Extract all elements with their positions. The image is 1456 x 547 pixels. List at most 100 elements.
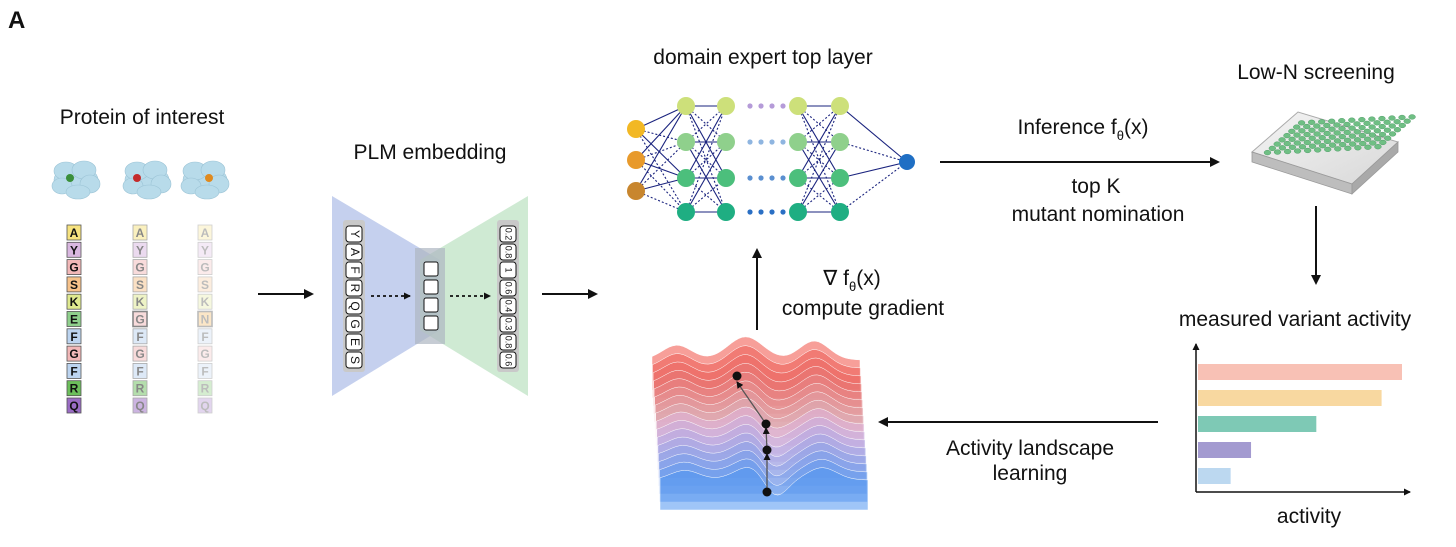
plate-well — [1318, 119, 1326, 125]
plate-well — [1338, 118, 1346, 124]
plate-well — [1383, 119, 1391, 125]
plate-well — [1378, 131, 1387, 138]
nn-edge — [797, 177, 841, 213]
plate-well — [1328, 142, 1337, 148]
plate-well — [1348, 125, 1356, 131]
plate-well — [1343, 129, 1351, 135]
ellipsis-dot — [747, 209, 753, 215]
nn-edge — [635, 128, 687, 179]
activity-bar — [1198, 468, 1231, 484]
token-letter: A — [348, 248, 362, 256]
plate-well — [1304, 147, 1312, 154]
value-box — [499, 351, 517, 369]
residue-letter: A — [201, 226, 210, 240]
residue-box — [66, 311, 82, 327]
residue-letter: N — [201, 313, 210, 327]
hidden-node — [789, 169, 807, 187]
plate-well — [1263, 150, 1272, 156]
hidden-node — [677, 169, 695, 187]
ellipsis-dot — [758, 103, 764, 109]
ellipsis-dot — [747, 139, 753, 145]
plate-well — [1278, 137, 1286, 143]
ellipsis-dot — [747, 175, 753, 181]
plate-well — [1374, 136, 1382, 142]
ellipsis-dot — [780, 209, 786, 215]
value-text: 0.8 — [504, 336, 514, 349]
residue-box — [197, 259, 213, 276]
mutation-site — [205, 174, 213, 182]
residue-box — [66, 345, 82, 362]
nn-nodes — [627, 97, 915, 221]
hidden-node — [831, 169, 849, 187]
residue-box — [66, 224, 82, 241]
value-text: 0.6 — [504, 354, 514, 367]
residue-box — [132, 224, 148, 241]
value-text: 0.4 — [504, 300, 514, 313]
token-box — [345, 315, 363, 333]
activity-bars — [1198, 364, 1402, 484]
ellipsis-dot — [769, 139, 775, 145]
plate-well — [1363, 120, 1371, 126]
plate-well — [1359, 140, 1367, 147]
token-box — [345, 351, 363, 369]
plate-well — [1313, 131, 1321, 137]
residue-box — [132, 293, 148, 310]
residue-letter: F — [136, 330, 143, 344]
plate-well — [1378, 123, 1386, 130]
plate-well — [1303, 139, 1311, 146]
residue-box — [66, 397, 82, 414]
hidden-node — [789, 203, 807, 221]
residue-box — [132, 397, 148, 414]
plate-well — [1378, 115, 1386, 122]
residue-letter: F — [70, 364, 77, 378]
plate-well — [1369, 140, 1377, 146]
landscape-label-line2: learning — [993, 462, 1068, 485]
compute-gradient-label: compute gradient — [782, 297, 944, 320]
plate-well — [1293, 148, 1302, 154]
plate-well — [1374, 144, 1382, 150]
top-k-label: top K — [1071, 175, 1120, 198]
plate-well — [1303, 123, 1311, 130]
residue-letter: Q — [135, 399, 144, 413]
mutation-site — [133, 174, 141, 182]
residue-letter: K — [70, 295, 79, 309]
hidden-node — [831, 97, 849, 115]
plate-well — [1398, 114, 1406, 121]
residue-box — [132, 362, 148, 379]
residue-letter: Q — [69, 399, 78, 413]
plate-well — [1297, 120, 1306, 126]
nn-edge — [635, 190, 687, 213]
nn-edge — [797, 105, 841, 179]
plate-well — [1338, 134, 1346, 140]
residue-letter: G — [135, 313, 144, 327]
token-letter: G — [348, 319, 362, 328]
ellipsis-dot — [780, 175, 786, 181]
residue-box — [66, 380, 82, 397]
plate-well — [1298, 128, 1306, 134]
plate-well — [1333, 130, 1341, 136]
optimization-point — [761, 419, 771, 429]
plate-well — [1393, 127, 1402, 133]
protein-title: Protein of interest — [60, 106, 225, 129]
nn-edge — [797, 105, 841, 143]
nn-edge — [839, 141, 908, 163]
optimization-step — [736, 381, 767, 425]
plate-well — [1303, 131, 1311, 138]
output-values: 0.20.810.60.40.30.80.6 — [499, 225, 517, 369]
nn-edge — [635, 159, 687, 213]
plate-well — [1388, 115, 1396, 121]
plate-well — [1343, 137, 1352, 143]
residue-letter: F — [70, 330, 77, 344]
plate-well — [1283, 133, 1291, 139]
nn-edge — [797, 177, 841, 213]
activity-bar — [1198, 364, 1402, 380]
plate-well — [1339, 142, 1347, 148]
plate-well — [1308, 119, 1316, 125]
activity-landscape — [651, 336, 869, 511]
residue-letter: G — [135, 347, 144, 361]
plate-well — [1268, 145, 1276, 151]
